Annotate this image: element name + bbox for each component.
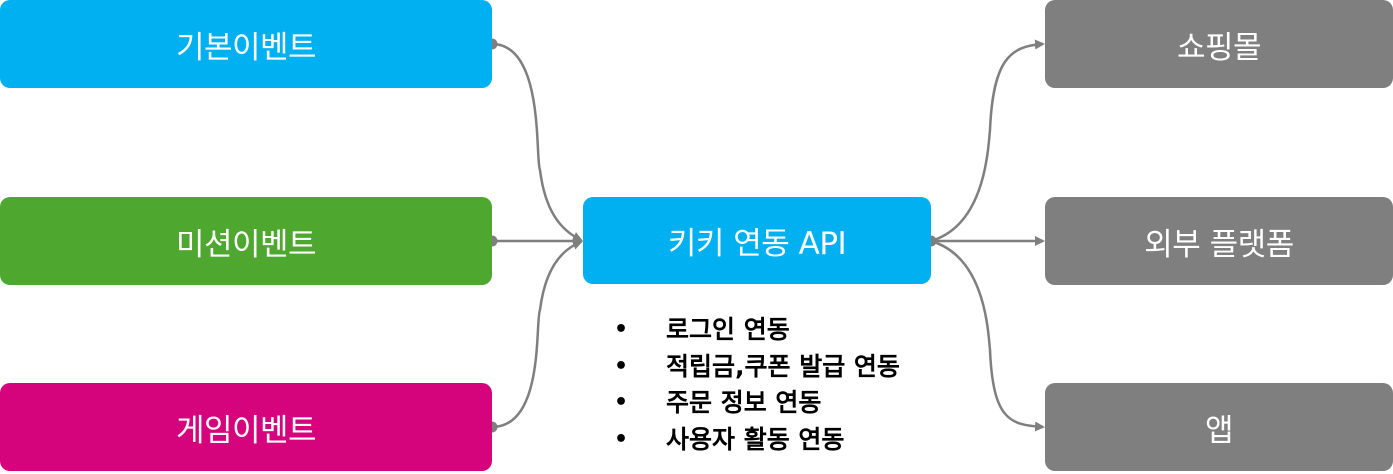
kiki-api-label: 키키 연동 API: [667, 226, 847, 262]
connector-game-to-api: [491, 240, 583, 429]
bullet-icon: •: [614, 353, 629, 379]
mission-event-label: 미션이벤트: [175, 226, 317, 263]
connector-api-to-app: [930, 239, 1045, 432]
feature-item: • 사용자 활동 연동: [612, 422, 900, 459]
feature-text: 로그인 연동: [666, 315, 790, 344]
feature-list: • 로그인 연동 • 적립금,쿠폰 발급 연동 • 주문 정보 연동 • 사용자…: [612, 312, 900, 458]
kiki-api-box[interactable]: 키키 연동 API: [583, 197, 931, 284]
basic-event-label: 기본이벤트: [175, 29, 317, 66]
feature-item: • 로그인 연동: [612, 312, 900, 349]
connector-basic-to-api: [491, 42, 583, 242]
mission-event-box[interactable]: 미션이벤트: [0, 197, 492, 285]
bullet-icon: •: [614, 390, 629, 415]
app-label: 앱: [1204, 412, 1234, 449]
bullet-icon: •: [614, 426, 629, 452]
shopping-mall-label: 쇼핑몰: [1176, 29, 1262, 66]
external-platform-box[interactable]: 외부 플랫폼: [1045, 197, 1393, 285]
feature-item: • 적립금,쿠폰 발급 연동: [612, 349, 900, 386]
bullet-icon: •: [614, 317, 629, 342]
shopping-mall-box[interactable]: 쇼핑몰: [1045, 0, 1393, 88]
app-box[interactable]: 앱: [1045, 383, 1393, 471]
feature-text: 적립금,쿠폰 발급 연동: [666, 351, 900, 381]
basic-event-box[interactable]: 기본이벤트: [0, 0, 492, 88]
feature-text: 사용자 활동 연동: [666, 424, 845, 454]
external-platform-label: 외부 플랫폼: [1144, 226, 1294, 263]
feature-text: 주문 정보 연동: [666, 388, 822, 417]
connector-api-to-shop: [930, 39, 1045, 243]
game-event-box[interactable]: 게임이벤트: [0, 383, 492, 471]
game-event-label: 게임이벤트: [175, 412, 317, 449]
feature-item: • 주문 정보 연동: [612, 385, 900, 422]
